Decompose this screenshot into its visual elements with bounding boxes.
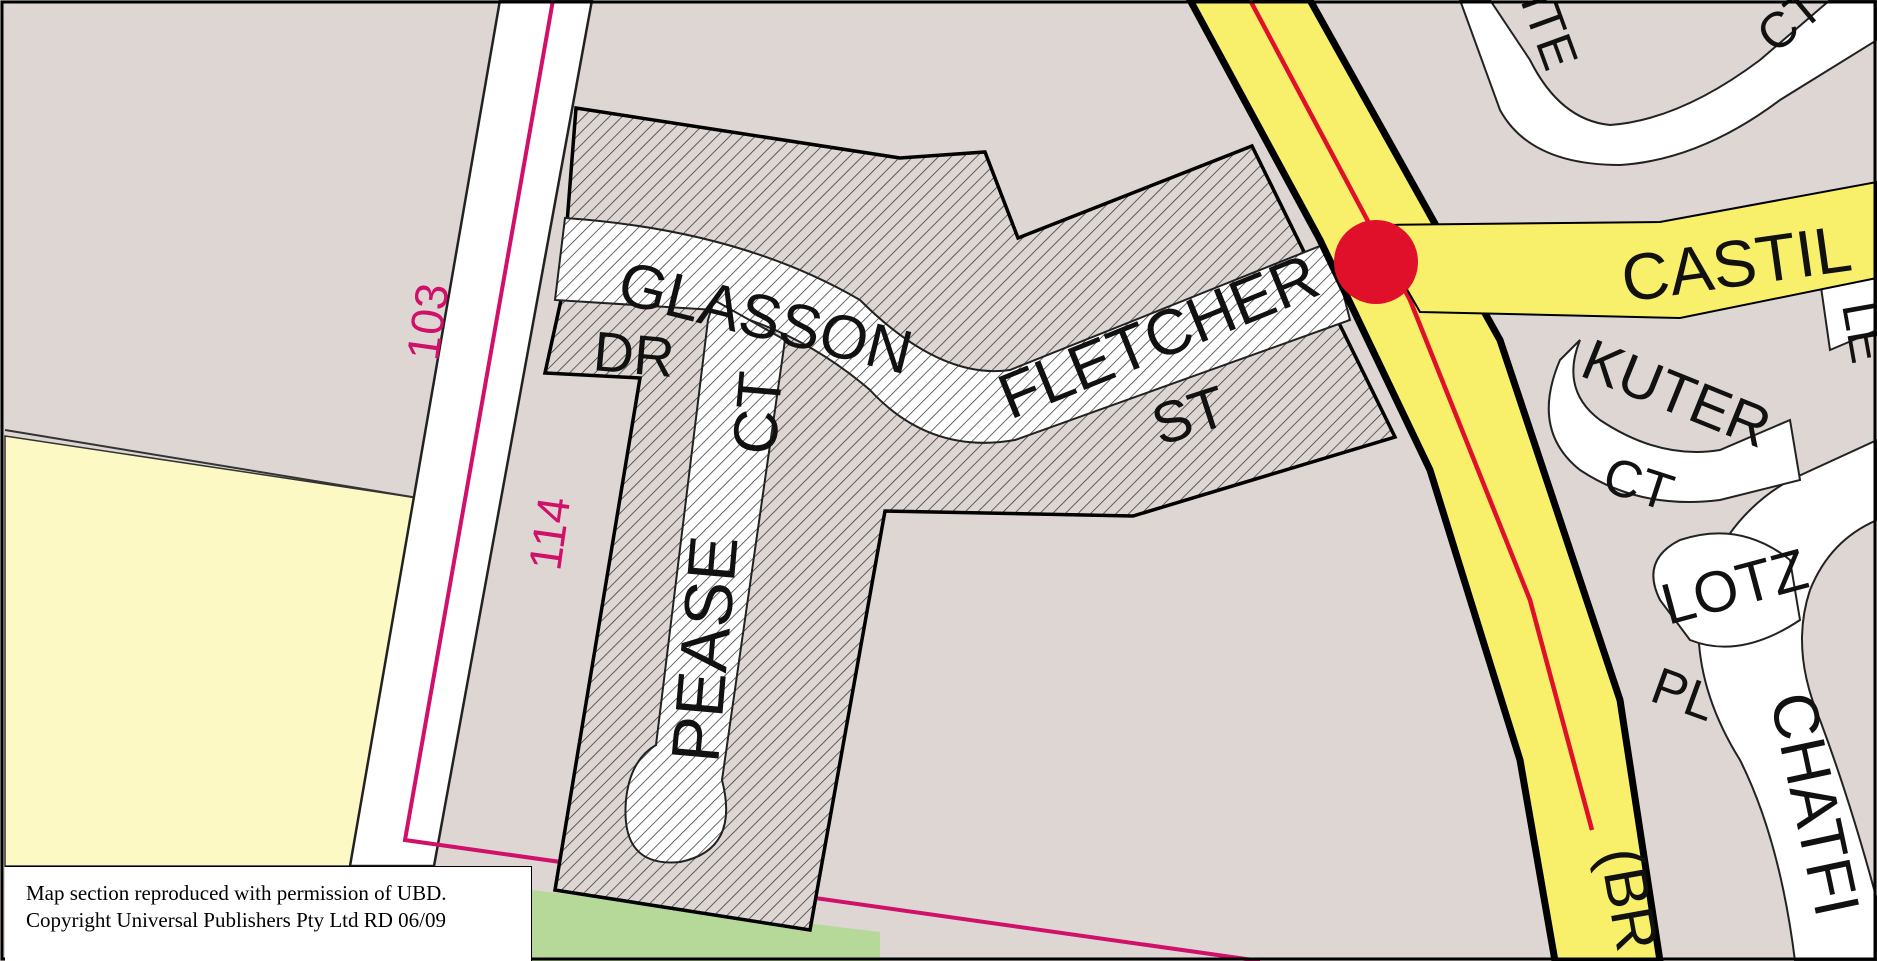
lotz-pl-road bbox=[1652, 532, 1802, 648]
pease-ct-road bbox=[624, 298, 787, 864]
copyright-line-2: Copyright Universal Publishers Pty Ltd R… bbox=[26, 908, 446, 932]
junction-marker-icon bbox=[1334, 220, 1418, 304]
boundary-number-103: 103 bbox=[396, 280, 458, 363]
copyright-line-1: Map section reproduced with permission o… bbox=[26, 881, 447, 905]
lot-boundary-line bbox=[4, 429, 419, 499]
highway-route-line bbox=[1248, 0, 1595, 831]
glasson-dr-road bbox=[553, 216, 1352, 444]
administrative-boundary bbox=[402, 0, 1261, 961]
highway-road bbox=[1186, 0, 1664, 961]
copyright-notice: Map section reproduced with permission o… bbox=[5, 866, 532, 961]
castile-road bbox=[1368, 180, 1877, 320]
boundary-number-114: 114 bbox=[518, 494, 580, 574]
parkland-area bbox=[4, 435, 419, 867]
kuter-ct-road bbox=[1547, 339, 1802, 503]
reserve-area bbox=[532, 890, 880, 961]
road-top-right bbox=[1458, 0, 1877, 167]
label-ct-pease: CT bbox=[720, 369, 796, 457]
label-dr: DR bbox=[591, 319, 677, 389]
